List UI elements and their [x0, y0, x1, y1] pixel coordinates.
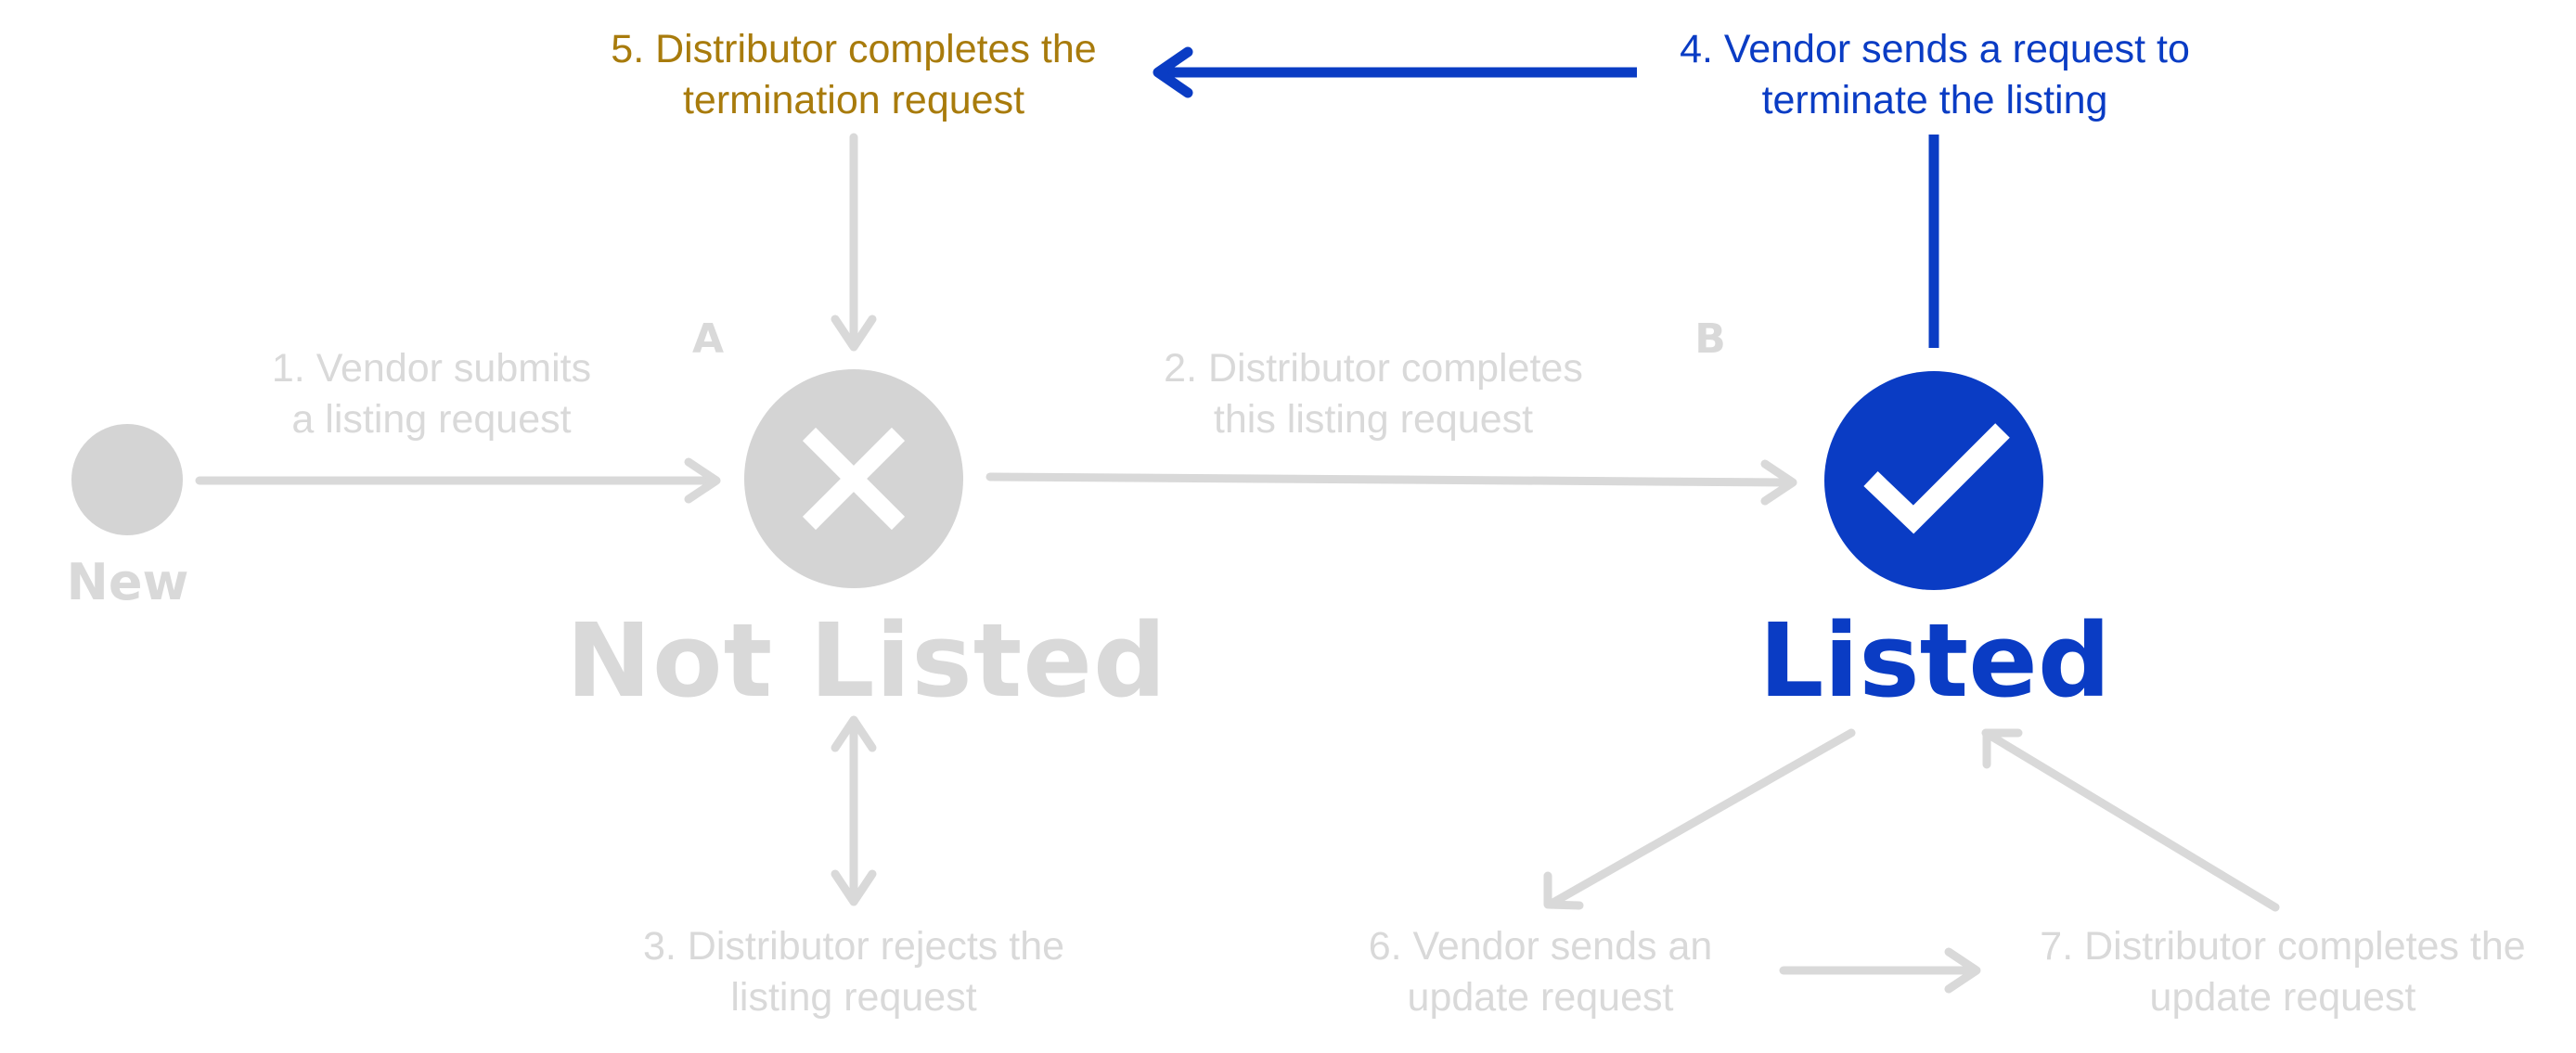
- arrow-step6: [1545, 728, 1856, 909]
- x-icon: [802, 427, 906, 531]
- state-label-new: New: [66, 553, 189, 611]
- state-label-listed: Listed: [1758, 601, 2111, 720]
- arrow-step7: [1981, 728, 2280, 912]
- arrow-step2: [985, 472, 1796, 487]
- state-label-not-listed: Not Listed: [566, 601, 1167, 720]
- state-letter-a: A: [691, 315, 725, 363]
- state-letter-b: B: [1694, 315, 1726, 363]
- checkmark-icon: [1863, 423, 2010, 534]
- listed-node: [1824, 371, 2043, 590]
- new-node: [71, 424, 183, 535]
